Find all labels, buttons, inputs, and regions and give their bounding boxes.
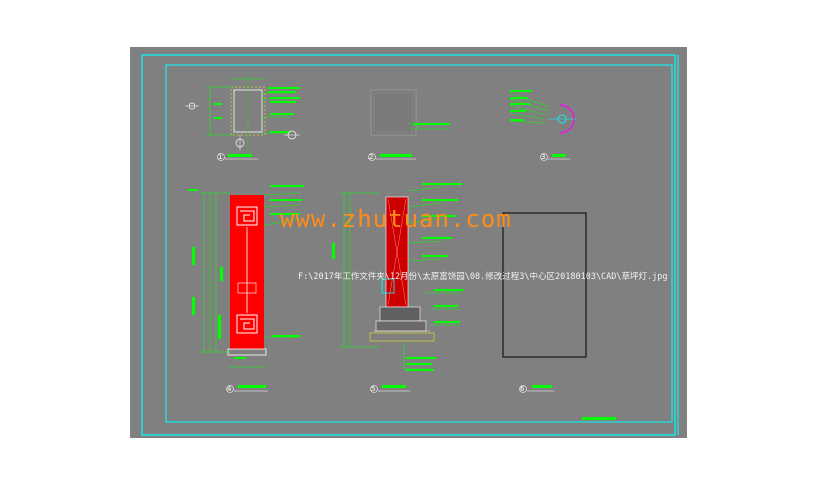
view-1-plan	[185, 75, 300, 161]
view-number-4: 4	[227, 385, 232, 393]
cad-canvas: 1 2 3 4 5 6	[130, 47, 687, 438]
cad-drawing	[141, 54, 679, 436]
title-block-mark	[582, 417, 616, 420]
view-2-detail	[368, 89, 450, 161]
view-4-lamp-elevation	[188, 185, 304, 393]
view-3-detail	[509, 90, 576, 161]
view-number-5: 5	[371, 385, 376, 393]
watermark-text: www.zhutuan.com	[280, 205, 512, 233]
view-number-1: 1	[218, 153, 223, 161]
inner-frame	[165, 64, 673, 423]
outer-frame	[141, 54, 676, 436]
view-6-blank	[502, 212, 587, 393]
view-number-6: 6	[520, 385, 525, 393]
view-number-3: 3	[541, 153, 546, 161]
view-5-section	[332, 183, 464, 393]
file-path-text: F:\2017年工作文件夹\12月份\太原富饶园\08.修改过程3\中心区201…	[298, 272, 668, 282]
view-number-2: 2	[369, 153, 374, 161]
